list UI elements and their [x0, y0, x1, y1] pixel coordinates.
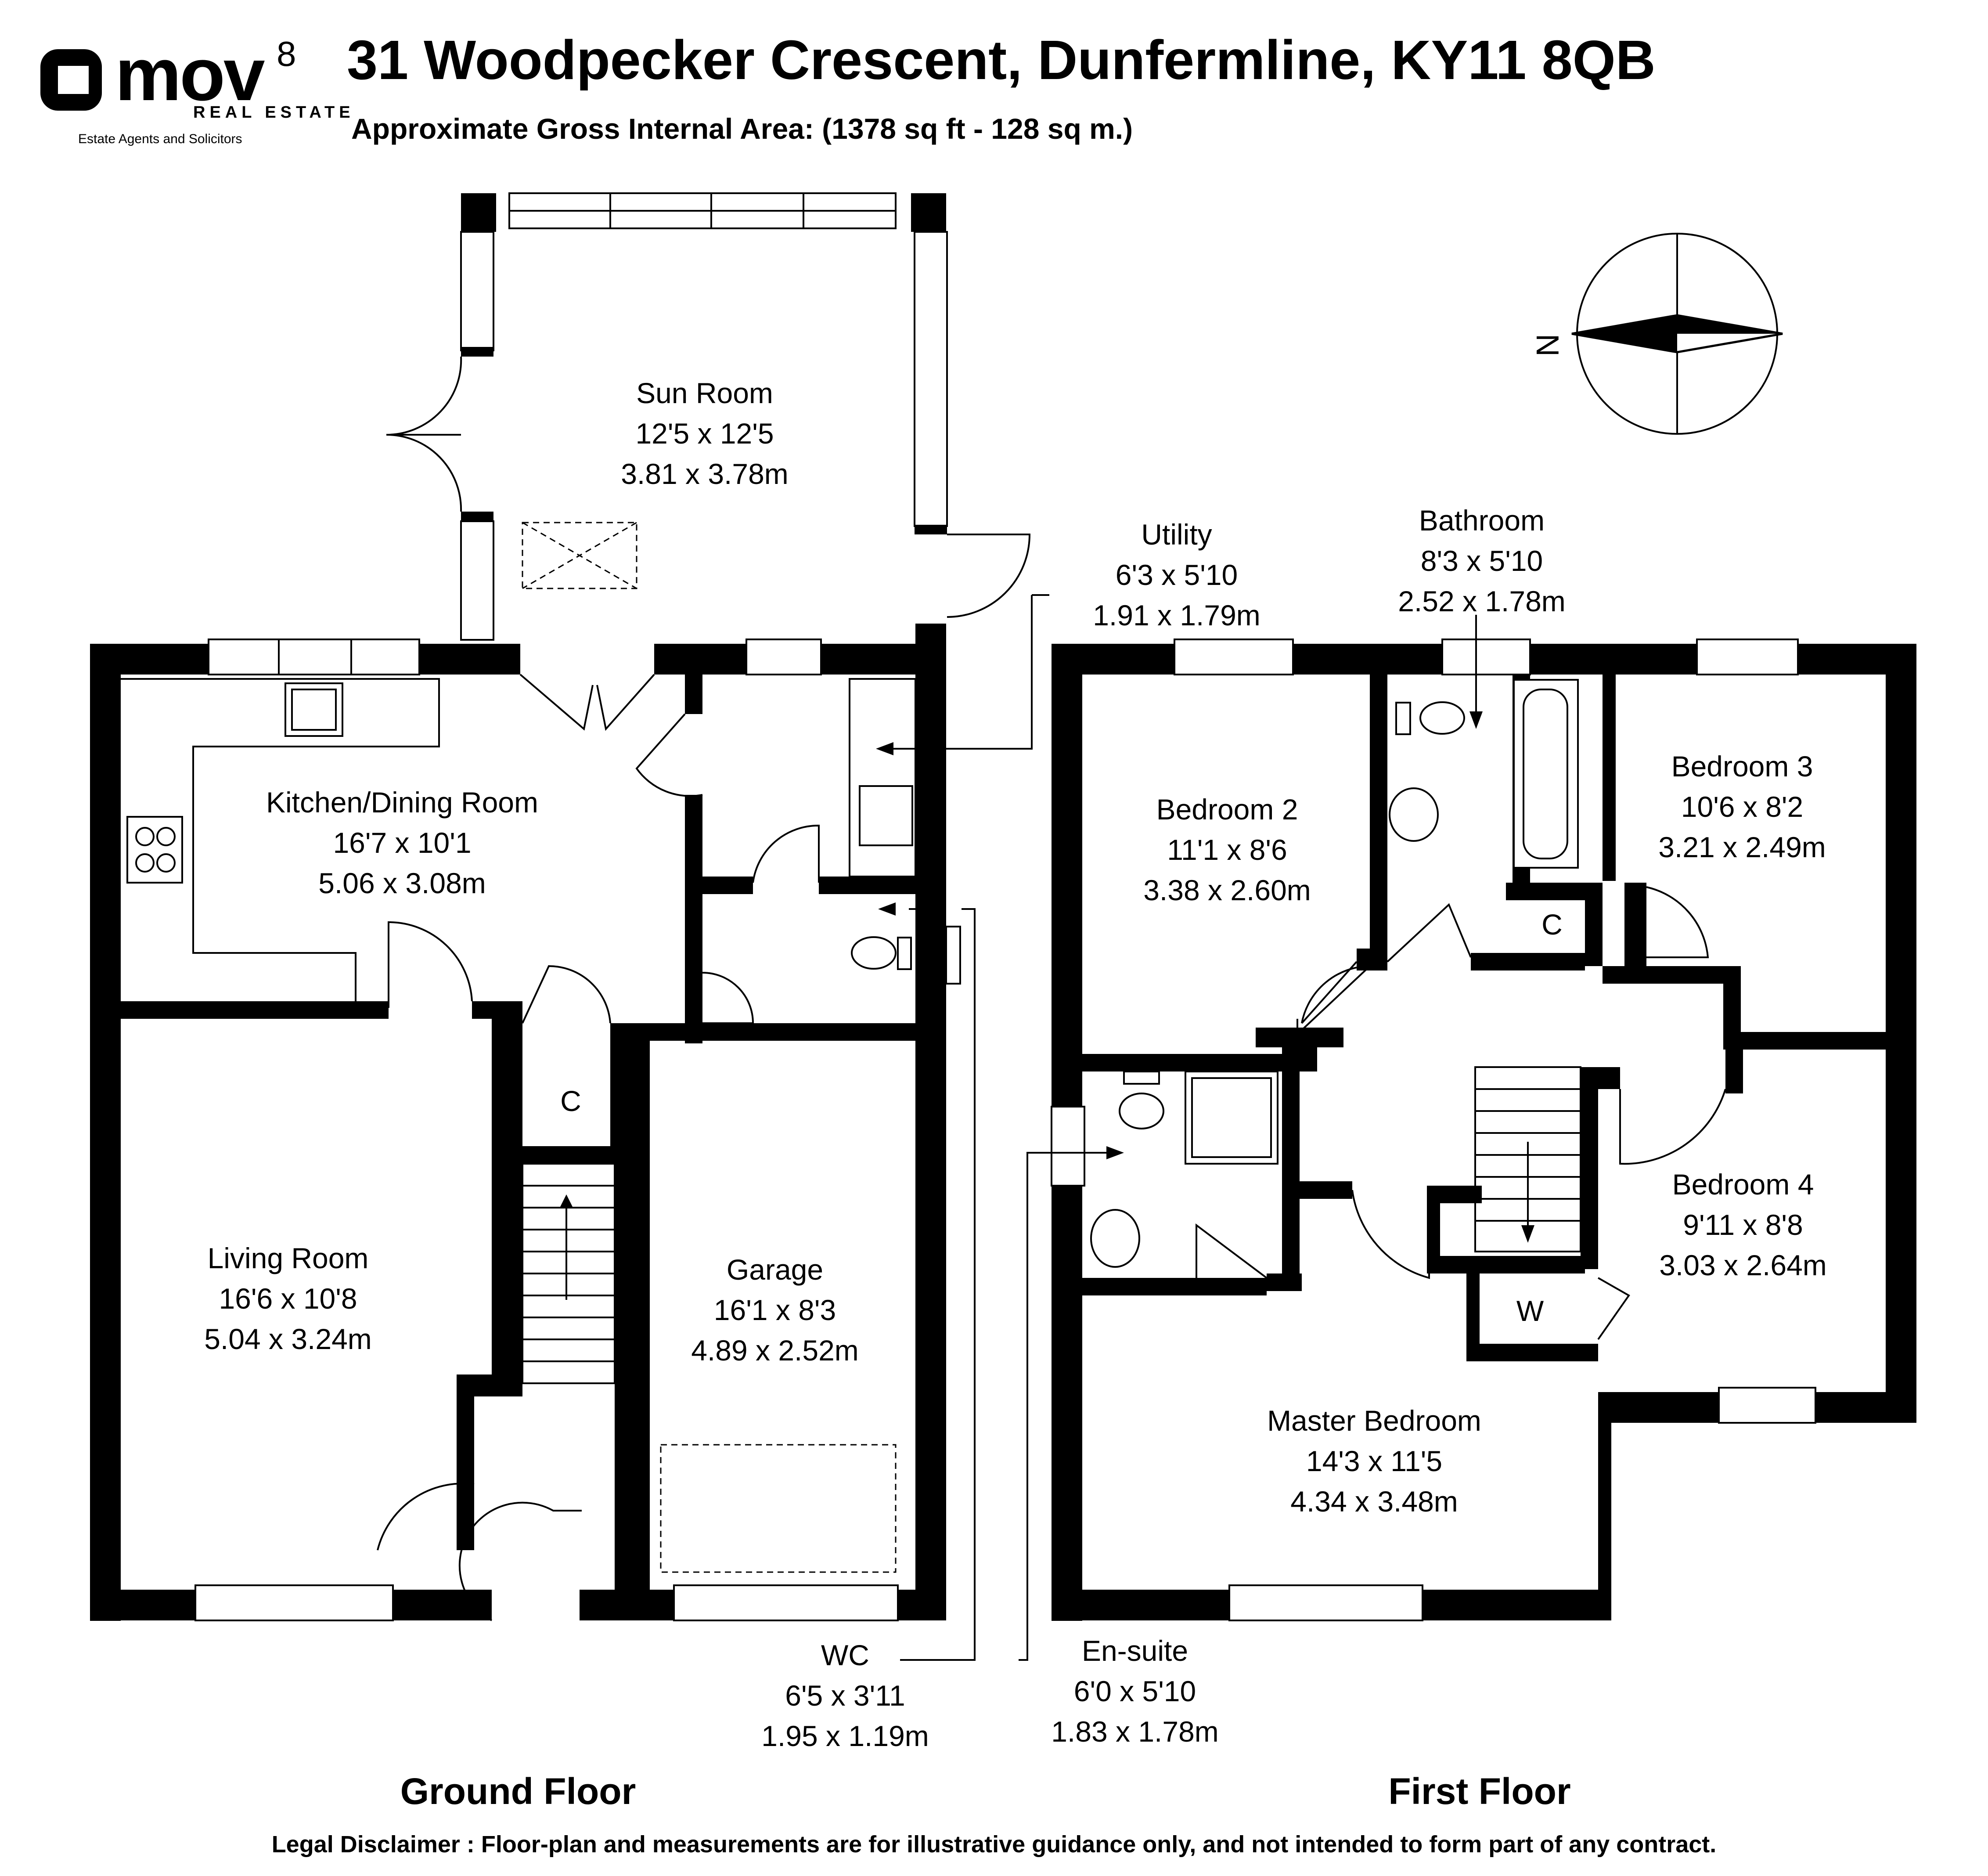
- room-dims-metric: 5.04 x 3.24m: [204, 1323, 372, 1355]
- logo-real-estate: REAL ESTATE: [193, 103, 355, 122]
- room-name: Bedroom 4: [1672, 1168, 1814, 1201]
- room-wc: WC 6'5 x 3'11 1.95 x 1.19m: [761, 1639, 929, 1752]
- room-dims-metric: 3.03 x 2.64m: [1659, 1249, 1827, 1281]
- room-dims-imperial: 9'11 x 8'8: [1683, 1209, 1803, 1241]
- room-name: Kitchen/Dining Room: [266, 786, 538, 819]
- room-dims-metric: 1.83 x 1.78m: [1051, 1715, 1219, 1748]
- room-name: WC: [821, 1639, 869, 1671]
- logo-superscript: 8: [277, 34, 296, 73]
- room-name: Bathroom: [1419, 504, 1545, 537]
- room-name: Garage: [727, 1253, 823, 1286]
- room-dims-metric: 1.95 x 1.19m: [761, 1720, 929, 1752]
- room-dims-imperial: 6'0 x 5'10: [1074, 1675, 1196, 1707]
- room-dims-imperial: 6'5 x 3'11: [785, 1679, 905, 1712]
- room-dims-metric: 4.89 x 2.52m: [691, 1334, 859, 1367]
- page-title: 31 Woodpecker Crescent, Dunfermline, KY1…: [347, 29, 1656, 91]
- room-dims-imperial: 6'3 x 5'10: [1116, 559, 1238, 591]
- first-floor-plan: [1019, 615, 1916, 1661]
- mov8-logo: mov 8 REAL ESTATE Estate Agents and Soli…: [40, 33, 355, 146]
- room-dims-metric: 5.06 x 3.08m: [318, 867, 486, 899]
- first-floor-label: First Floor: [1388, 1771, 1570, 1812]
- room-name: En-suite: [1082, 1634, 1188, 1667]
- room-dims-metric: 4.34 x 3.48m: [1290, 1485, 1458, 1518]
- room-en-suite: En-suite 6'0 x 5'10 1.83 x 1.78m: [1051, 1634, 1219, 1748]
- room-bedroom-2: Bedroom 2 11'1 x 8'6 3.38 x 2.60m: [1143, 793, 1311, 906]
- room-dims-imperial: 16'7 x 10'1: [333, 826, 471, 859]
- room-dims-metric: 2.52 x 1.78m: [1398, 585, 1566, 617]
- room-garage: Garage 16'1 x 8'3 4.89 x 2.52m: [691, 1253, 859, 1367]
- room-utility: Utility 6'3 x 5'10 1.91 x 1.79m: [1093, 518, 1261, 631]
- room-dims-imperial: 12'5 x 12'5: [635, 417, 774, 450]
- room-dims-metric: 3.81 x 3.78m: [621, 458, 789, 490]
- room-name: Bedroom 2: [1156, 793, 1298, 826]
- room-dims-imperial: 16'1 x 8'3: [714, 1294, 836, 1326]
- room-dims-metric: 3.38 x 2.60m: [1143, 874, 1311, 906]
- wardrobe-label: W: [1516, 1295, 1544, 1327]
- ground-floor-plan: [90, 192, 1049, 1661]
- room-name: Master Bedroom: [1267, 1404, 1481, 1437]
- room-sun-room: Sun Room 12'5 x 12'5 3.81 x 3.78m: [621, 377, 789, 490]
- room-name: Bedroom 3: [1671, 750, 1813, 783]
- room-kitchen-dining: Kitchen/Dining Room 16'7 x 10'1 5.06 x 3…: [266, 786, 538, 899]
- page-subtitle: Approximate Gross Internal Area: (1378 s…: [351, 112, 1133, 145]
- logo-tagline: Estate Agents and Solicitors: [78, 132, 242, 146]
- room-bedroom-4: Bedroom 4 9'11 x 8'8 3.03 x 2.64m: [1659, 1168, 1827, 1281]
- room-dims-metric: 3.21 x 2.49m: [1658, 831, 1826, 863]
- first-cupboard-label: C: [1541, 908, 1563, 941]
- room-name: Sun Room: [636, 377, 773, 409]
- room-dims-imperial: 11'1 x 8'6: [1167, 833, 1287, 866]
- room-dims-imperial: 8'3 x 5'10: [1421, 545, 1543, 577]
- room-bathroom: Bathroom 8'3 x 5'10 2.52 x 1.78m: [1398, 504, 1566, 617]
- room-dims-imperial: 10'6 x 8'2: [1681, 790, 1803, 823]
- room-bedroom-3: Bedroom 3 10'6 x 8'2 3.21 x 2.49m: [1658, 750, 1826, 863]
- room-dims-imperial: 14'3 x 11'5: [1306, 1445, 1442, 1477]
- room-living: Living Room 16'6 x 10'8 5.04 x 3.24m: [204, 1242, 372, 1355]
- ground-cupboard-label: C: [560, 1085, 581, 1117]
- logo-brand: mov: [115, 33, 265, 116]
- room-master-bedroom: Master Bedroom 14'3 x 11'5 4.34 x 3.48m: [1267, 1404, 1481, 1518]
- legal-disclaimer: Legal Disclaimer : Floor-plan and measur…: [272, 1831, 1717, 1858]
- ground-floor-label: Ground Floor: [400, 1771, 636, 1812]
- room-name: Living Room: [208, 1242, 369, 1274]
- room-dims-imperial: 16'6 x 10'8: [219, 1282, 357, 1315]
- compass-icon: N: [1530, 233, 1783, 435]
- room-dims-metric: 1.91 x 1.79m: [1093, 599, 1261, 631]
- compass-north-label: N: [1530, 334, 1565, 357]
- room-name: Utility: [1141, 518, 1212, 551]
